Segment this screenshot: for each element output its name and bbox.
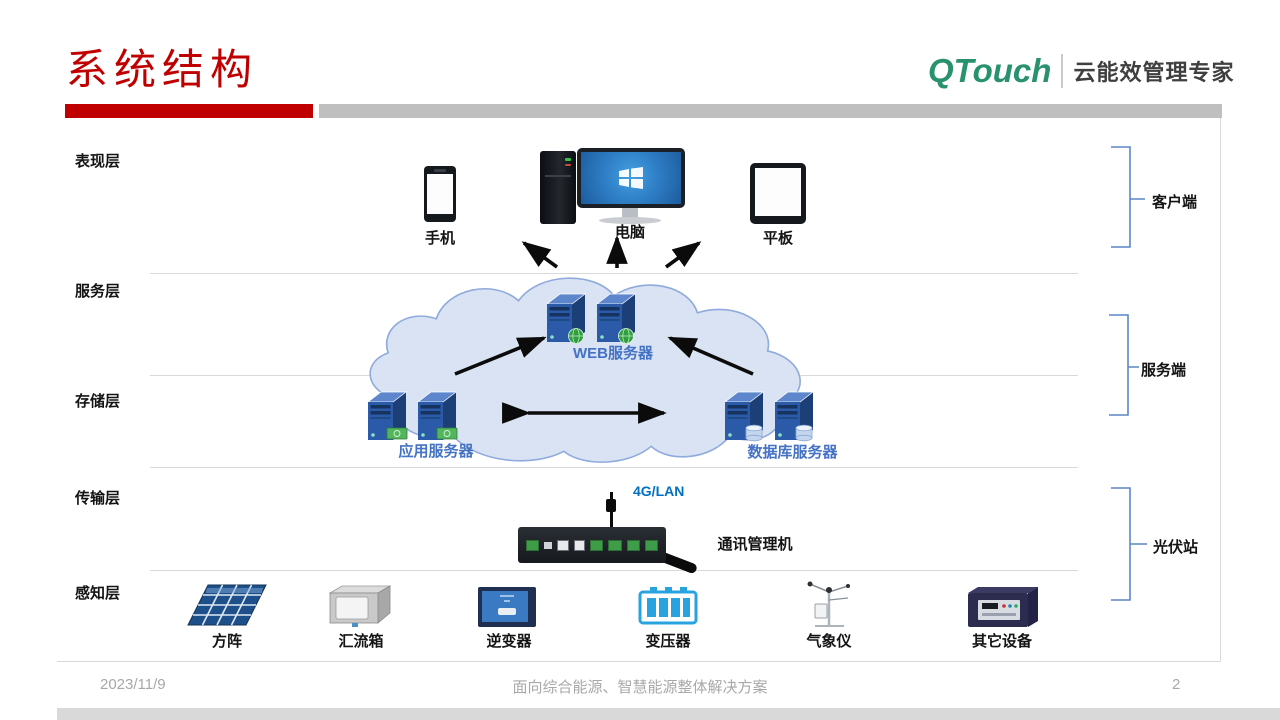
tablet-icon <box>750 163 806 224</box>
layer-storage: 存储层 <box>75 393 121 410</box>
gateway-icon <box>518 527 666 563</box>
layer-service: 服务层 <box>75 283 121 300</box>
pv-array-icon <box>187 584 267 626</box>
combiner-box-label: 汇流箱 <box>338 633 384 650</box>
content-bottom-border <box>57 661 1221 662</box>
phone-label: 手机 <box>424 230 455 247</box>
footer-page-number: 2 <box>1172 676 1181 693</box>
page-title: 系统结构 <box>66 46 259 93</box>
tablet-label: 平板 <box>762 230 793 247</box>
cloud-icon <box>369 277 801 463</box>
app-server-label: 应用服务器 <box>398 443 474 460</box>
app-server-icon <box>368 391 458 440</box>
network-label: 4G/LAN <box>633 483 685 499</box>
monitor-stand <box>622 208 638 218</box>
combiner-box-icon <box>328 585 392 627</box>
footer-bar <box>57 708 1280 720</box>
logo-divider <box>1061 54 1064 88</box>
layer-presentation: 表现层 <box>75 153 121 170</box>
computer-label: 电脑 <box>614 224 645 241</box>
layer-transmission: 传输层 <box>75 490 121 507</box>
layer-divider-1 <box>150 273 1078 274</box>
monitor-base <box>599 217 661 224</box>
brand-tagline: 云能效管理专家 <box>1073 60 1235 85</box>
bracket-client-label: 客户端 <box>1152 194 1198 211</box>
bracket-pv-label: 光伏站 <box>1153 539 1199 556</box>
brand-logo: QTouch <box>928 52 1052 89</box>
transformer-icon <box>638 587 698 625</box>
db-server-label: 数据库服务器 <box>747 444 838 461</box>
logo: QTouch 云能效管理专家 <box>928 52 1234 90</box>
pv-array-label: 方阵 <box>211 633 242 650</box>
inverter-label: 逆变器 <box>486 633 532 650</box>
layer-sensing: 感知层 <box>75 585 121 602</box>
inverter-icon <box>478 587 536 627</box>
content-right-border <box>1220 118 1221 661</box>
computer-tower-icon <box>540 151 576 224</box>
footer-title: 面向综合能源、智慧能源整体解决方案 <box>512 679 768 696</box>
computer-monitor-icon <box>577 148 685 208</box>
other-device-icon <box>968 587 1038 627</box>
gateway-label: 通讯管理机 <box>717 536 793 553</box>
web-server-label: WEB服务器 <box>573 345 653 362</box>
antenna-joint <box>606 499 616 512</box>
layer-divider-3 <box>150 467 1078 468</box>
web-server-icon <box>547 293 637 344</box>
layer-divider-4 <box>150 570 1078 571</box>
footer-date: 2023/11/9 <box>100 676 166 693</box>
windows-logo-icon <box>619 167 643 189</box>
other-device-label: 其它设备 <box>971 633 1032 650</box>
weather-station-label: 气象仪 <box>806 633 852 650</box>
title-underline-gray <box>319 104 1222 118</box>
phone-icon <box>424 166 456 222</box>
db-server-icon <box>725 391 815 442</box>
weather-station-icon <box>807 581 850 627</box>
bracket-server-label: 服务端 <box>1141 362 1187 379</box>
title-underline-red <box>65 104 313 118</box>
transformer-label: 变压器 <box>645 633 691 650</box>
